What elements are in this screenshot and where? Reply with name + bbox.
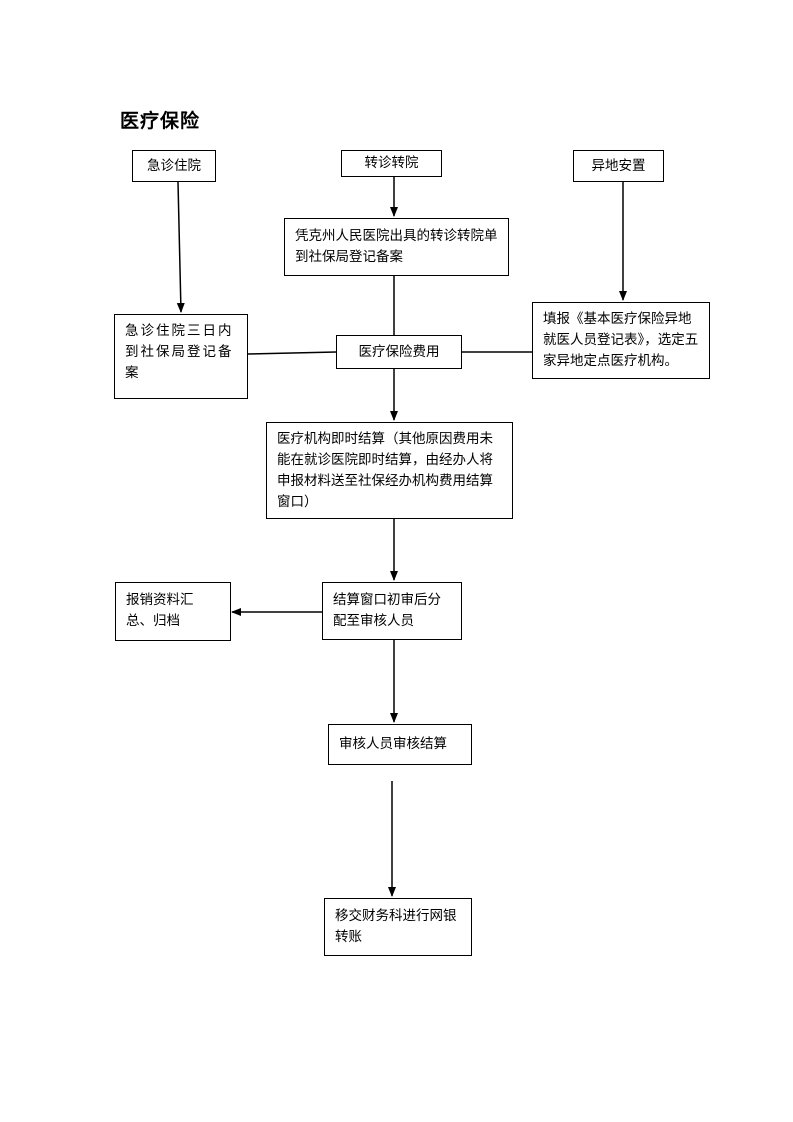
node-window-review: 结算窗口初审后分配至审核人员 [322, 582, 462, 640]
node-remote-register-label: 填报《基本医疗保险异地就医人员登记表》，选定五家异地定点医疗机构。 [543, 311, 699, 369]
page-title: 医疗保险 [120, 110, 201, 132]
node-emergency-register: 急诊住院三日内到社保局登记备案 [114, 314, 248, 399]
node-remote: 异地安置 [573, 150, 664, 182]
node-transfer: 转诊转院 [341, 150, 442, 177]
node-audit-label: 审核人员审核结算 [339, 736, 447, 752]
node-emergency-label: 急诊住院 [147, 157, 201, 174]
node-transfer-register: 凭克州人民医院出具的转诊转院单到社保局登记备案 [284, 218, 509, 276]
arrow-emergency-to-register [176, 181, 185, 313]
node-emergency: 急诊住院 [132, 150, 216, 182]
node-audit: 审核人员审核结算 [328, 724, 472, 765]
node-insurance-cost: 医疗保险费用 [336, 335, 462, 369]
node-remote-label: 异地安置 [591, 157, 646, 174]
node-finance: 移交财务科进行网银转账 [324, 898, 472, 956]
node-transfer-register-label: 凭克州人民医院出具的转诊转院单到社保局登记备案 [295, 228, 498, 265]
node-instant-settlement-label: 医疗机构即时结算（其他原因费用未能在就诊医院即时结算，由经办人将申报材料送至社保… [277, 431, 493, 510]
node-instant-settlement: 医疗机构即时结算（其他原因费用未能在就诊医院即时结算，由经办人将申报材料送至社保… [266, 422, 513, 519]
node-emergency-register-label: 急诊住院三日内到社保局登记备案 [125, 323, 234, 381]
node-archive: 报销资料汇总、归档 [115, 582, 231, 641]
node-insurance-cost-label: 医疗保险费用 [358, 343, 440, 360]
node-window-review-label: 结算窗口初审后分配至审核人员 [333, 592, 441, 629]
node-finance-label: 移交财务科进行网银转账 [335, 908, 457, 945]
line-emergency-register-to-cost [246, 351, 337, 355]
node-transfer-label: 转诊转院 [364, 155, 419, 171]
node-remote-register: 填报《基本医疗保险异地就医人员登记表》，选定五家异地定点医疗机构。 [532, 302, 710, 379]
node-archive-label: 报销资料汇总、归档 [126, 592, 194, 629]
